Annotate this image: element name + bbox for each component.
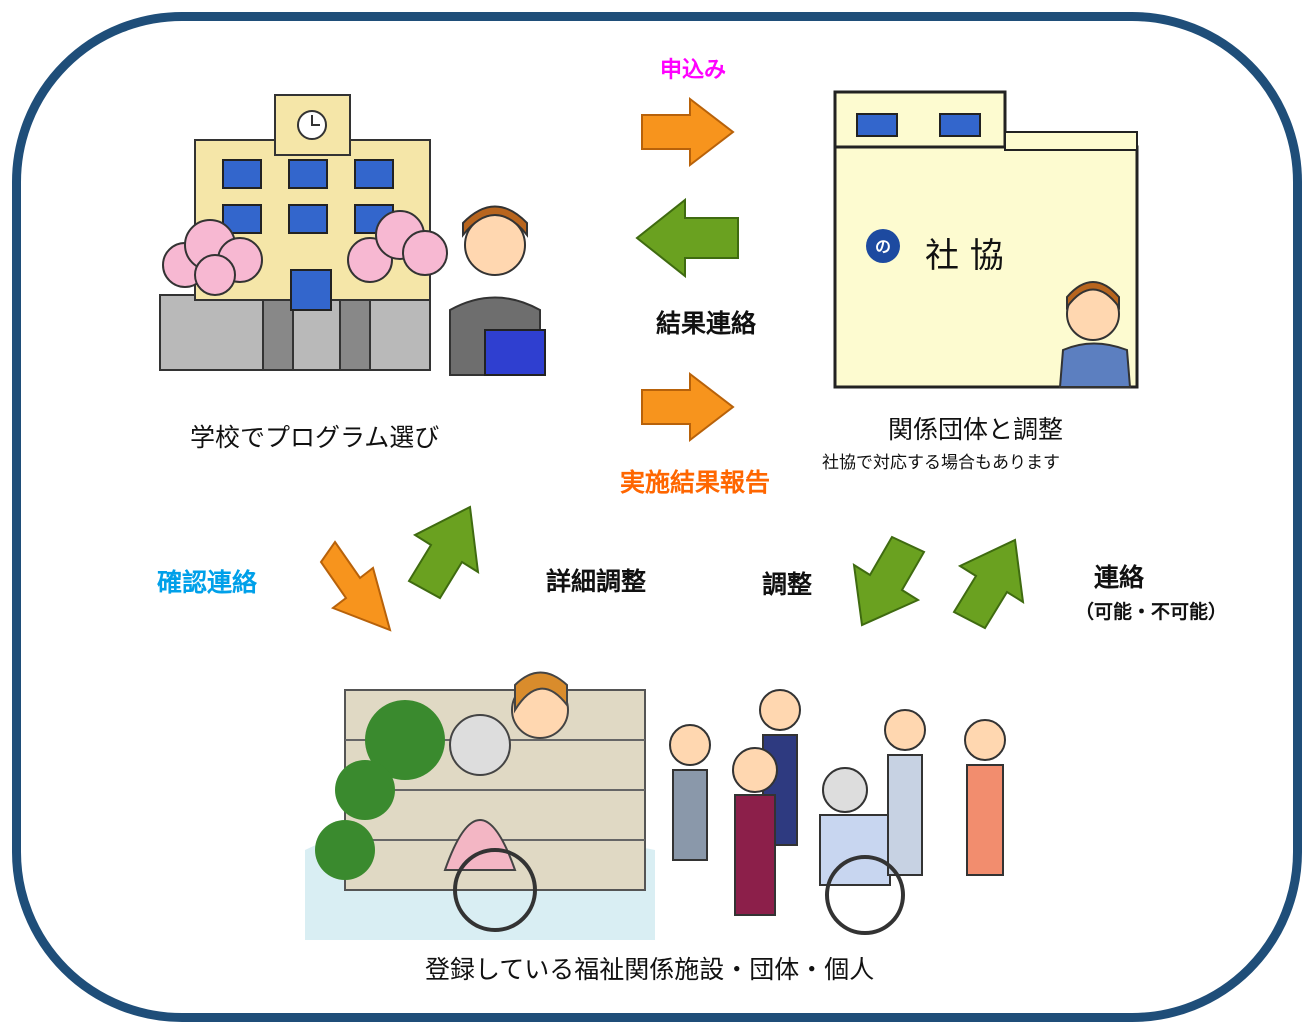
- coord-note: 社協で対応する場合もあります: [822, 453, 1060, 473]
- welfare-facility-illustration: [305, 671, 1006, 940]
- possibility-label: （可能・不可能）: [1075, 601, 1228, 623]
- contact-label: 連絡: [1094, 563, 1145, 592]
- contact-arrow: [952, 538, 1025, 630]
- coord-caption: 関係団体と調整: [888, 415, 1064, 444]
- adjust-label: 調整: [762, 570, 813, 599]
- result-contact-label: 結果連絡: [656, 309, 757, 338]
- impl-report-arrow: [641, 371, 735, 443]
- confirm-contact-label: 確認連絡: [157, 568, 258, 597]
- confirm-contact-arrow: [319, 540, 392, 632]
- detail-adjust-label: 詳細調整: [546, 567, 647, 596]
- facility-caption: 登録している福祉関係施設・団体・個人: [425, 955, 875, 984]
- impl-report-label: 実施結果報告: [620, 468, 771, 497]
- apply-label: 申込み: [660, 58, 727, 83]
- office-name: 社 協: [925, 236, 1004, 276]
- detail-adjust-arrow: [407, 505, 480, 600]
- apply-arrow: [641, 96, 735, 168]
- office-building-illustration: の: [833, 90, 1139, 389]
- svg-text:の: の: [875, 237, 891, 256]
- school-caption: 学校でプログラム選び: [190, 423, 440, 452]
- adjust-arrow: [852, 535, 926, 627]
- result-contact-arrow: [635, 197, 739, 279]
- school-illustration: [159, 94, 546, 376]
